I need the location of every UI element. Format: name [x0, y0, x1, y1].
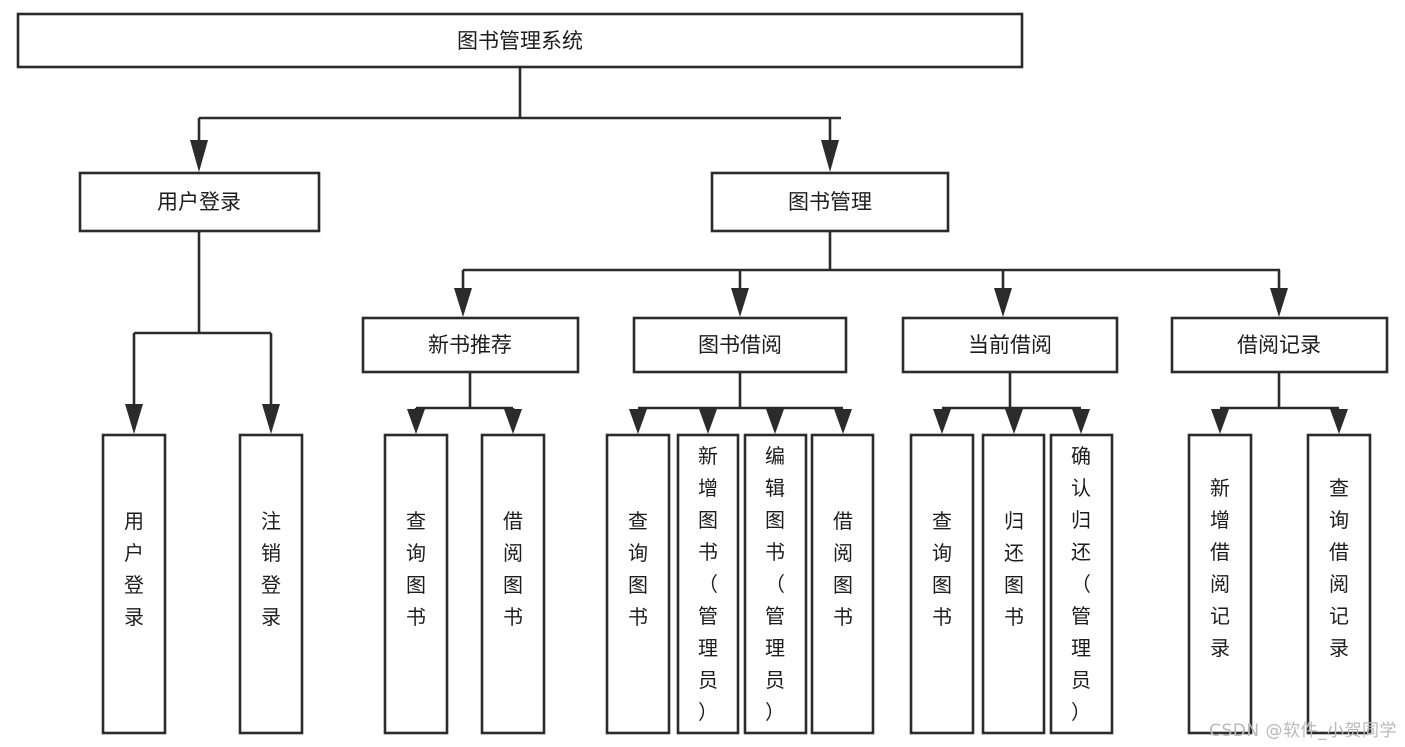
arrow-to-leaf-confirm-return	[1072, 409, 1090, 434]
node-user-login[interactable]: 用户登录	[78, 171, 321, 233]
arrow-to-leaf-borrow-book-2	[834, 409, 852, 434]
leaf-borrow-book-1-label: 借阅图书	[503, 509, 523, 629]
node-book-borrow[interactable]: 图书借阅	[632, 316, 848, 374]
leaf-logout-login-label: 注销登录	[261, 509, 281, 629]
book-manage-label: 图书管理	[788, 190, 872, 214]
leaf-user-login-label: 用户登录	[124, 509, 144, 629]
leaf-borrow-book-2-box[interactable]	[810, 433, 875, 735]
node-leaf-add-book[interactable]: 新增图书（管理员）	[676, 433, 740, 735]
leaf-query-book-3-label: 查询图书	[932, 509, 952, 629]
arrow-to-leaf-borrow-book-1	[504, 409, 522, 434]
leaf-confirm-return-box[interactable]	[1049, 433, 1114, 735]
arrow-to-leaf-query-record	[1330, 409, 1348, 434]
arrow-to-user-login	[190, 140, 208, 172]
leaf-logout-login-box[interactable]	[238, 433, 304, 735]
new-book-recommend-label: 新书推荐	[428, 333, 512, 357]
book-manage-box[interactable]	[710, 171, 950, 233]
node-book-manage[interactable]: 图书管理	[710, 171, 950, 233]
current-borrow-box[interactable]	[901, 316, 1119, 374]
connector-layer	[125, 67, 1348, 434]
arrow-to-current-borrow	[994, 288, 1012, 317]
current-borrow-label: 当前借阅	[968, 333, 1052, 357]
node-leaf-add-record[interactable]: 新增借阅记录	[1187, 433, 1253, 735]
node-leaf-query-book-2[interactable]: 查询图书	[605, 433, 671, 735]
node-leaf-borrow-book-1[interactable]: 借阅图书	[480, 433, 546, 735]
node-leaf-confirm-return[interactable]: 确认归还（管理员）	[1049, 433, 1114, 735]
node-leaf-borrow-book-2[interactable]: 借阅图书	[810, 433, 875, 735]
node-new-book-recommend[interactable]: 新书推荐	[361, 316, 580, 374]
arrow-to-leaf-add-record	[1211, 409, 1229, 434]
user-login-box[interactable]	[78, 171, 321, 233]
node-root[interactable]: 图书管理系统	[16, 12, 1024, 69]
new-book-recommend-box[interactable]	[361, 316, 580, 374]
borrow-record-label: 借阅记录	[1237, 333, 1321, 357]
arrow-to-leaf-logout-login	[262, 404, 280, 434]
root-box[interactable]	[16, 12, 1024, 69]
leaf-add-record-box[interactable]	[1187, 433, 1253, 735]
arrow-to-book-borrow	[731, 288, 749, 317]
node-leaf-edit-book[interactable]: 编辑图书（管理员）	[743, 433, 808, 735]
node-leaf-user-login[interactable]: 用户登录	[101, 433, 167, 735]
leaf-query-book-2-box[interactable]	[605, 433, 671, 735]
leaf-borrow-book-2-label: 借阅图书	[833, 509, 853, 629]
leaf-return-book-label: 归还图书	[1004, 509, 1024, 629]
arrow-to-new-book-recommend	[454, 288, 472, 317]
node-leaf-query-book-1[interactable]: 查询图书	[383, 433, 449, 735]
node-current-borrow[interactable]: 当前借阅	[901, 316, 1119, 374]
node-leaf-query-book-3[interactable]: 查询图书	[909, 433, 975, 735]
node-leaf-query-record[interactable]: 查询借阅记录	[1306, 433, 1372, 735]
node-borrow-record[interactable]: 借阅记录	[1170, 316, 1389, 374]
arrow-to-leaf-user-login	[125, 404, 143, 434]
arrow-to-borrow-record	[1270, 288, 1288, 317]
leaf-query-book-1-label: 查询图书	[406, 509, 426, 629]
leaf-query-book-2-label: 查询图书	[628, 509, 648, 629]
book-borrow-label: 图书借阅	[698, 333, 782, 357]
leaf-add-book-label: 新增图书（管理员）	[698, 444, 718, 724]
root-label: 图书管理系统	[457, 29, 583, 53]
leaf-return-book-box[interactable]	[981, 433, 1046, 735]
leaf-edit-book-label: 编辑图书（管理员）	[765, 444, 785, 724]
book-borrow-box[interactable]	[632, 316, 848, 374]
leaf-query-book-1-box[interactable]	[383, 433, 449, 735]
node-leaf-logout-login[interactable]: 注销登录	[238, 433, 304, 735]
arrow-to-book-manage	[821, 140, 839, 172]
leaf-borrow-book-1-box[interactable]	[480, 433, 546, 735]
leaf-user-login-box[interactable]	[101, 433, 167, 735]
arrow-to-leaf-edit-book	[766, 409, 784, 434]
leaf-add-book-box[interactable]	[676, 433, 740, 735]
leaf-add-record-label: 新增借阅记录	[1210, 476, 1230, 660]
arrow-to-leaf-query-book-1	[407, 409, 425, 434]
leaf-query-record-box[interactable]	[1306, 433, 1372, 735]
leaf-query-book-3-box[interactable]	[909, 433, 975, 735]
leaf-confirm-return-label: 确认归还（管理员）	[1071, 444, 1091, 724]
user-login-label: 用户登录	[157, 190, 241, 214]
arrow-to-leaf-return-book	[1005, 409, 1023, 434]
arrow-to-leaf-add-book	[699, 409, 717, 434]
leaf-edit-book-box[interactable]	[743, 433, 808, 735]
borrow-record-box[interactable]	[1170, 316, 1389, 374]
arrow-to-leaf-query-book-2	[629, 409, 647, 434]
leaf-query-record-label: 查询借阅记录	[1329, 476, 1349, 660]
node-leaf-return-book[interactable]: 归还图书	[981, 433, 1046, 735]
arrow-to-leaf-query-book-3	[933, 409, 951, 434]
